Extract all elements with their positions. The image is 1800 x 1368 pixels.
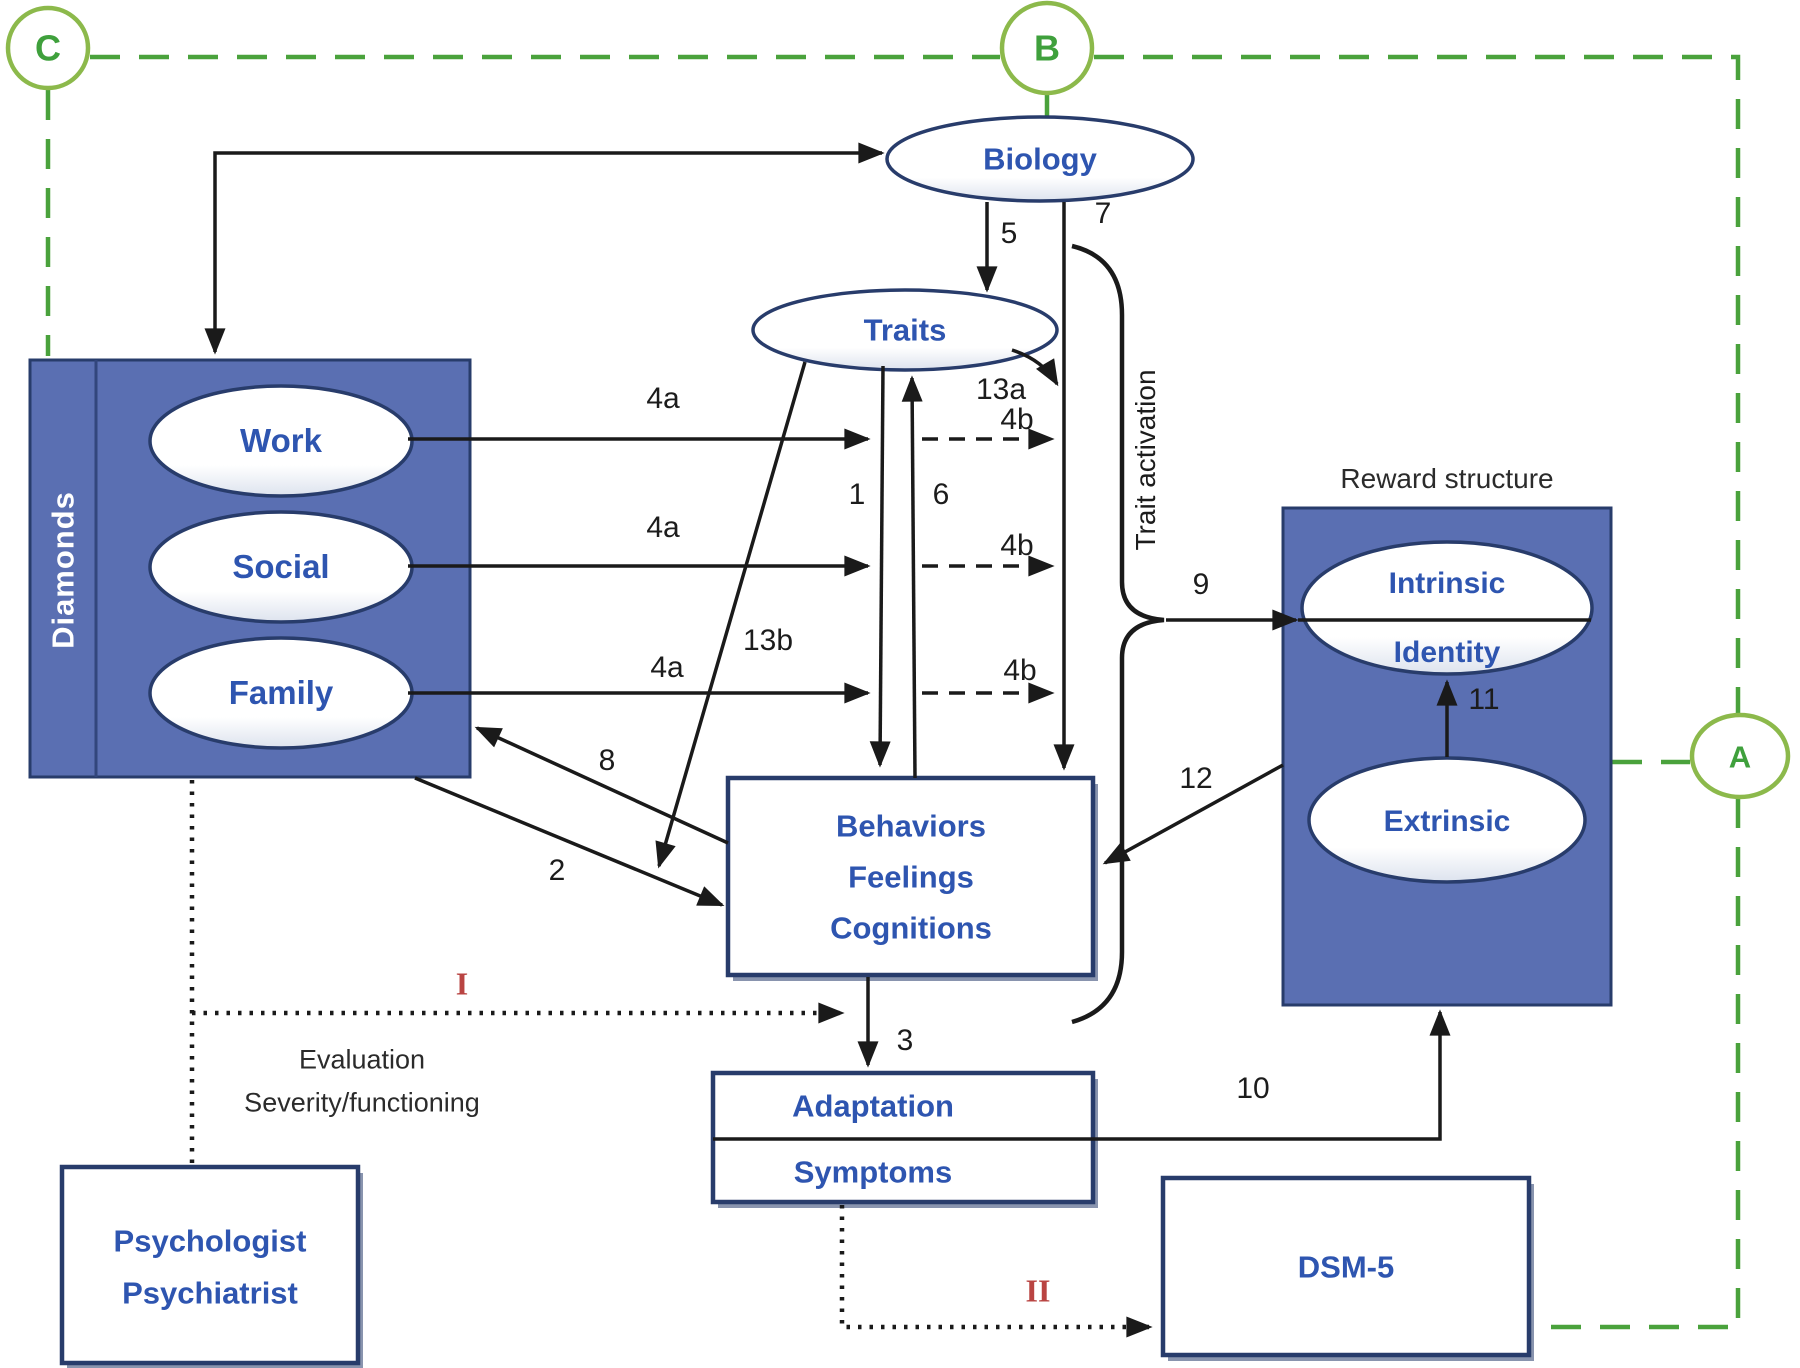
trait-activation-brace	[1071, 243, 1165, 1025]
family-label: Family	[228, 674, 334, 712]
dsm-label: DSM-5	[1297, 1249, 1395, 1285]
biology-ellipse	[885, 115, 1195, 203]
marker-a-label: A	[1728, 739, 1752, 775]
social-label: Social	[232, 548, 330, 586]
symptoms-label: Symptoms	[793, 1154, 953, 1190]
edge-12	[1102, 763, 1284, 865]
edge-1	[869, 365, 891, 768]
edge-label-9: 9	[1192, 567, 1210, 601]
bfc-box	[725, 775, 1096, 978]
intrinsic-ellipse	[1300, 540, 1594, 676]
edge-biology-diamonds	[204, 142, 885, 355]
extrinsic-label: Extrinsic	[1383, 804, 1511, 838]
edge-10	[713, 1009, 1451, 1141]
roman-numeral-2: II	[1025, 1272, 1051, 1309]
edge-label-5: 5	[1000, 216, 1018, 250]
clinician-box	[59, 1164, 361, 1366]
edge-label-6: 6	[932, 477, 950, 511]
traits-label: Traits	[863, 312, 947, 348]
edge-label-12: 12	[1179, 761, 1213, 795]
edge-8	[474, 726, 729, 845]
edge-label-4b-work: 4b	[1000, 402, 1034, 436]
edge-label-4a-family: 4a	[650, 650, 684, 684]
edge-13a	[1011, 348, 1059, 387]
dsm-box	[1160, 1175, 1532, 1358]
evaluation-label-line2: Severity/functioning	[244, 1087, 480, 1118]
white-boxes	[59, 775, 1534, 1368]
edge-label-2: 2	[548, 853, 566, 887]
edge-label-10: 10	[1236, 1071, 1270, 1105]
work-label: Work	[240, 422, 322, 460]
edge-label-3: 3	[896, 1023, 914, 1057]
clinician-label-line2: Psychiatrist	[122, 1275, 298, 1311]
edge-2	[414, 776, 725, 907]
edge-label-8: 8	[598, 743, 616, 777]
edge-label-11: 11	[1468, 682, 1500, 716]
edge-label-13a: 13a	[975, 372, 1027, 406]
biology-label: Biology	[983, 141, 1097, 177]
edge-label-13b: 13b	[742, 623, 794, 657]
edge-13b	[655, 361, 807, 869]
trait-activation-label: Trait activation	[1129, 369, 1161, 551]
edge-label-1: 1	[848, 477, 866, 511]
evaluation-label-line1: Evaluation	[298, 1044, 426, 1075]
intrinsic-label-line2: Identity	[1393, 635, 1501, 669]
adaptation-label: Adaptation	[792, 1088, 954, 1124]
marker-circle-c	[5, 5, 91, 91]
bfc-label-line1: Behaviors	[836, 808, 986, 844]
work-ellipse	[148, 384, 414, 498]
edge-label-4a-social: 4a	[646, 510, 680, 544]
marker-circle-b	[999, 0, 1095, 96]
edge-label-7: 7	[1094, 196, 1112, 230]
clinician-label-line1: Psychologist	[113, 1223, 307, 1259]
edge-6	[901, 375, 923, 779]
marker-c-label: C	[35, 27, 61, 69]
roman-numeral-1: I	[455, 965, 469, 1002]
bfc-label-line2: Feelings	[848, 859, 974, 895]
extrinsic-ellipse	[1307, 756, 1587, 884]
intrinsic-label-line1: Intrinsic	[1388, 566, 1506, 600]
marker-circle-a	[1689, 712, 1791, 800]
dotted-symptoms-dsm-arrow	[839, 1205, 1153, 1338]
green-dashed-frame	[45, 54, 1741, 1330]
edge-label-4a-work: 4a	[646, 381, 680, 415]
bfc-label-line3: Cognitions	[830, 910, 992, 946]
edge-label-4b-family: 4b	[1003, 653, 1037, 687]
diamonds-title: Diamonds	[45, 491, 81, 649]
marker-b-label: B	[1034, 27, 1060, 69]
edge-label-4b-social: 4b	[1000, 528, 1034, 562]
reward-title: Reward structure	[1340, 462, 1554, 494]
